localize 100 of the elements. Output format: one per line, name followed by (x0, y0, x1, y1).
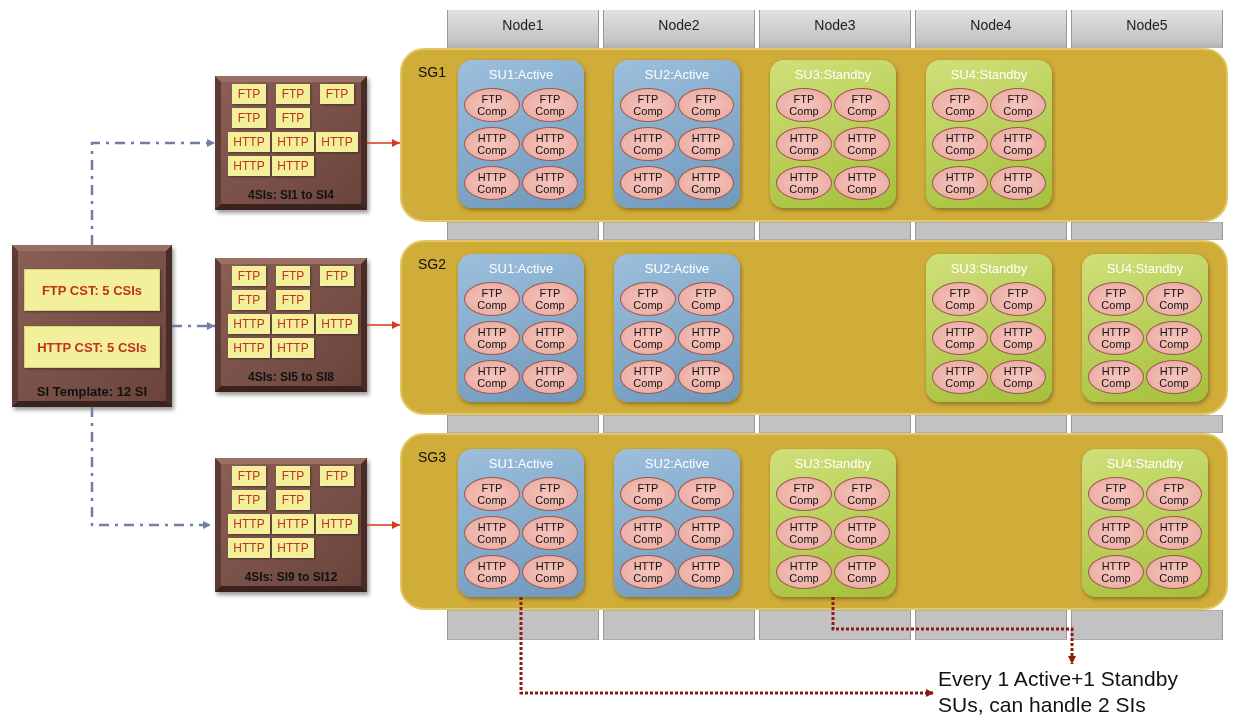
unit-title: SU1:Active (487, 456, 555, 471)
component-ellipse: FTP Comp (776, 477, 832, 511)
service-unit-box (614, 449, 740, 597)
si-item-box: HTTP (272, 314, 314, 334)
component-ellipse: HTTP Comp (1146, 555, 1202, 589)
component-ellipse: HTTP Comp (1146, 516, 1202, 550)
cst-box: HTTP CST: 5 CSIs (24, 326, 160, 368)
component-ellipse: FTP Comp (678, 477, 734, 511)
component-ellipse: FTP Comp (464, 88, 520, 122)
component-ellipse: FTP Comp (620, 282, 676, 316)
component-ellipse: FTP Comp (620, 88, 676, 122)
component-ellipse: FTP Comp (834, 477, 890, 511)
component-ellipse: FTP Comp (932, 88, 988, 122)
component-ellipse: FTP Comp (776, 88, 832, 122)
unit-title: SU4:Standby (1105, 261, 1185, 276)
si-item-box: HTTP (316, 514, 358, 534)
si-item-box: HTTP (316, 314, 358, 334)
service-unit-box (1082, 449, 1208, 597)
unit-title: SU4:Standby (1105, 456, 1185, 471)
component-ellipse: HTTP Comp (834, 555, 890, 589)
si-item-box: FTP (276, 108, 310, 128)
component-ellipse: HTTP Comp (1088, 555, 1144, 589)
si-item-box: HTTP (272, 514, 314, 534)
node-column: Node2 (603, 10, 755, 48)
component-ellipse: HTTP Comp (678, 555, 734, 589)
component-ellipse: HTTP Comp (932, 166, 988, 200)
node-column: Node1 (447, 10, 599, 48)
component-ellipse: HTTP Comp (522, 166, 578, 200)
si-item-box: HTTP (228, 514, 270, 534)
si-item-box: HTTP (272, 156, 314, 176)
component-ellipse: HTTP Comp (678, 127, 734, 161)
si-item-box: FTP (320, 84, 354, 104)
component-ellipse: HTTP Comp (464, 127, 520, 161)
component-ellipse: HTTP Comp (932, 127, 988, 161)
component-ellipse: HTTP Comp (464, 321, 520, 355)
component-ellipse: HTTP Comp (620, 516, 676, 550)
si-item-box: HTTP (228, 156, 270, 176)
si-item-box: FTP (320, 466, 354, 486)
component-ellipse: HTTP Comp (990, 321, 1046, 355)
component-ellipse: HTTP Comp (776, 555, 832, 589)
si-item-box: HTTP (272, 538, 314, 558)
component-ellipse: HTTP Comp (932, 360, 988, 394)
unit-title: SU3:Standby (793, 67, 873, 82)
si-item-box: FTP (232, 266, 266, 286)
si-item-box: FTP (320, 266, 354, 286)
si-item-box: FTP (276, 84, 310, 104)
si-item-box: FTP (276, 490, 310, 510)
component-ellipse: HTTP Comp (834, 166, 890, 200)
si-item-box: HTTP (228, 538, 270, 558)
component-ellipse: HTTP Comp (522, 360, 578, 394)
service-unit-box (926, 60, 1052, 208)
arrow (90, 407, 211, 529)
service-unit-box (614, 60, 740, 208)
unit-title: SU3:Standby (793, 456, 873, 471)
service-group-band (400, 240, 1228, 415)
component-ellipse: HTTP Comp (464, 166, 520, 200)
service-unit-box (458, 254, 584, 402)
component-ellipse: HTTP Comp (522, 321, 578, 355)
component-ellipse: HTTP Comp (620, 166, 676, 200)
si-group-box (215, 76, 367, 210)
component-ellipse: HTTP Comp (522, 127, 578, 161)
unit-title: SU1:Active (487, 67, 555, 82)
component-ellipse: FTP Comp (1088, 282, 1144, 316)
component-ellipse: HTTP Comp (990, 360, 1046, 394)
service-unit-box (770, 449, 896, 597)
group-title: SG3 (418, 449, 446, 465)
component-ellipse: FTP Comp (464, 477, 520, 511)
service-unit-box (458, 449, 584, 597)
component-ellipse: FTP Comp (990, 282, 1046, 316)
component-ellipse: HTTP Comp (1146, 321, 1202, 355)
arrow (831, 597, 1076, 664)
arrow (519, 597, 934, 697)
component-ellipse: HTTP Comp (678, 516, 734, 550)
unit-title: SU2:Active (643, 67, 711, 82)
component-ellipse: HTTP Comp (1088, 516, 1144, 550)
component-ellipse: HTTP Comp (678, 360, 734, 394)
component-ellipse: HTTP Comp (678, 166, 734, 200)
component-ellipse: HTTP Comp (464, 360, 520, 394)
si-item-box: HTTP (272, 338, 314, 358)
unit-title: SU2:Active (643, 456, 711, 471)
si-item-box: HTTP (316, 132, 358, 152)
component-ellipse: HTTP Comp (834, 516, 890, 550)
si-item-box: FTP (276, 466, 310, 486)
arrow (366, 321, 401, 329)
si-item-box: FTP (232, 84, 266, 104)
service-unit-box (926, 254, 1052, 402)
service-group-band (400, 48, 1228, 222)
component-ellipse: HTTP Comp (1088, 321, 1144, 355)
arrow (172, 322, 215, 330)
component-ellipse: FTP Comp (522, 282, 578, 316)
group-title: SG2 (418, 256, 446, 272)
group-caption: 4SIs: SI1 to SI4 (246, 188, 335, 202)
component-ellipse: HTTP Comp (620, 360, 676, 394)
unit-title: SU4:Standby (949, 67, 1029, 82)
component-ellipse: HTTP Comp (522, 516, 578, 550)
component-ellipse: FTP Comp (678, 282, 734, 316)
si-item-box: HTTP (228, 314, 270, 334)
node-column: Node5 (1071, 10, 1223, 48)
component-ellipse: HTTP Comp (620, 321, 676, 355)
group-caption: 4SIs: SI9 to SI12 (243, 570, 339, 584)
